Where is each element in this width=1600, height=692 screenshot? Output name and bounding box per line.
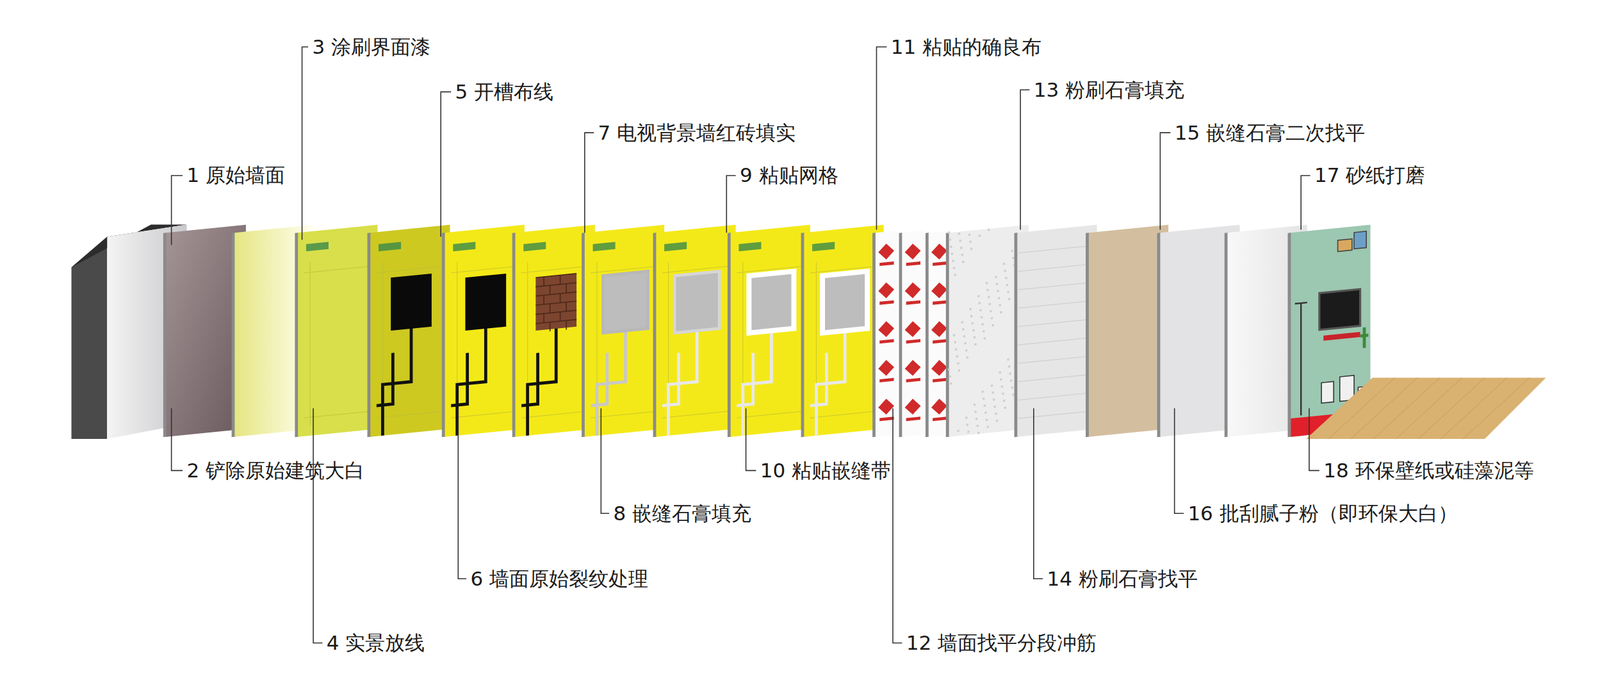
leader-line — [171, 408, 184, 471]
callout-label: 12 墙面找平分段冲筋 — [906, 630, 1097, 655]
wall-layer — [653, 224, 736, 437]
leader-line — [600, 408, 610, 514]
leader-line — [746, 408, 757, 471]
wall-layer — [581, 224, 665, 437]
callout-label: 13 粉刷石膏填充 — [1033, 78, 1185, 102]
leader-line — [1159, 132, 1171, 230]
callout-label: 8 嵌缝石膏填充 — [612, 501, 752, 526]
callout-label: 17 砂纸打磨 — [1314, 163, 1426, 188]
callout-label: 16 批刮腻子粉（即环保大白） — [1187, 501, 1458, 526]
wall-layer — [294, 224, 378, 437]
leader-line — [1300, 175, 1310, 230]
wall-layer — [801, 224, 884, 437]
callout-label: 9 粘贴网格 — [739, 163, 839, 188]
wall-layer — [872, 230, 898, 438]
leader-line — [1020, 89, 1030, 230]
wood-floor — [1306, 377, 1546, 439]
callout-label: 10 粘贴嵌缝带 — [760, 458, 891, 483]
leader-line — [440, 91, 451, 237]
leader-line — [457, 408, 467, 579]
wall-layer — [925, 230, 952, 438]
callout-label: 6 墙面原始裂纹处理 — [470, 566, 649, 591]
callout-label: 2 铲除原始建筑大白 — [187, 458, 366, 483]
callout-label: 7 电视背景墙红砖填实 — [598, 121, 797, 145]
callout-label: 5 开槽布线 — [455, 80, 555, 104]
wall-layer — [727, 224, 811, 437]
leader-line — [1033, 408, 1043, 579]
leader-line — [892, 408, 902, 643]
wall-layers — [71, 223, 1547, 439]
callout-label: 15 嵌缝石膏二次找平 — [1174, 121, 1365, 145]
wall-layer — [899, 230, 925, 438]
wall-layer — [1157, 224, 1241, 437]
wall-layer — [512, 224, 596, 437]
callout-label: 3 涂刷界面漆 — [311, 35, 431, 59]
leader-lines — [171, 46, 1320, 643]
wall-layer — [441, 224, 525, 437]
wall-layer — [1014, 224, 1098, 437]
leader-line — [171, 175, 184, 245]
leader-line — [584, 132, 594, 233]
leader-line — [876, 46, 887, 230]
leader-line — [1309, 408, 1320, 471]
callout-label: 1 原始墙面 — [187, 163, 286, 188]
wall-layer — [1085, 224, 1169, 437]
leader-line — [313, 408, 323, 643]
callout-label: 14 粉刷石膏找平 — [1047, 566, 1198, 591]
wall-layer — [163, 224, 246, 437]
callout-label: 4 实景放线 — [326, 630, 426, 655]
callout-label: 11 粘贴的确良布 — [890, 35, 1042, 59]
wall-layer — [946, 223, 1029, 438]
leader-line — [302, 46, 309, 240]
callout-label: 18 环保壁纸或硅藻泥等 — [1323, 458, 1534, 483]
leader-line — [1174, 408, 1184, 514]
wall-layer — [367, 224, 451, 437]
leader-line — [726, 175, 736, 233]
